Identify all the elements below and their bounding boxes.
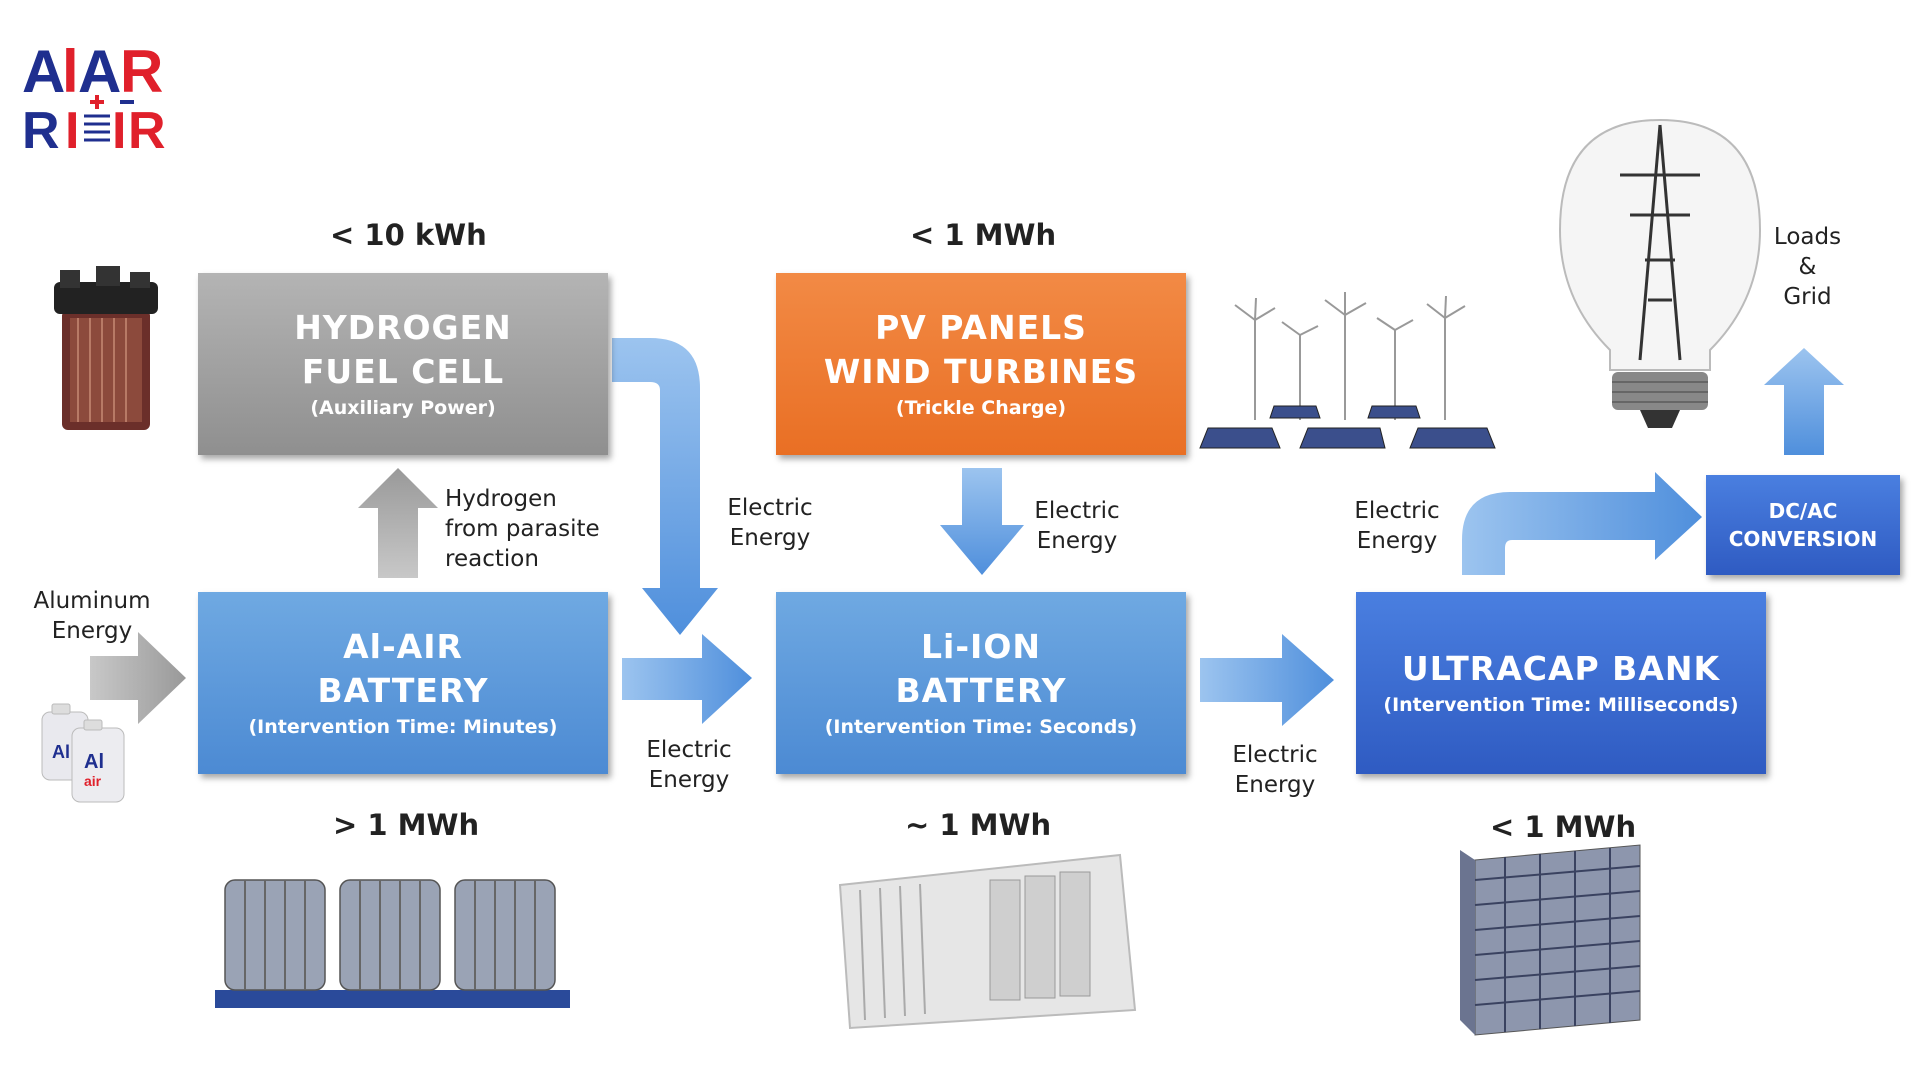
pv-title-2: WIND TURBINES: [823, 352, 1139, 391]
liion-electric-energy-label: Electric Energy: [1232, 742, 1318, 798]
alair-electric-energy-label: Electric Energy: [646, 737, 732, 793]
liion-to-ultracap-arrow: [1200, 634, 1334, 726]
alair-capacity: > 1 MWh: [333, 808, 480, 842]
ultracap-to-dcac-arrow: [1462, 472, 1702, 575]
wind-solar-image: [1234, 292, 1466, 420]
hydrogen-arrow: [358, 468, 438, 578]
lightbulb-pylon-image: [1558, 118, 1762, 428]
hydrogen-fuel-cell-box: HYDROGEN FUEL CELL (Auxiliary Power): [198, 273, 608, 455]
alair-logo: A l A R R I I R: [20, 30, 180, 160]
ultracap-capacity: < 1 MWh: [1490, 810, 1637, 844]
pv-electric-energy-label: Electric Energy: [1034, 498, 1120, 554]
ultracap-bank-box: ULTRACAP BANK (Intervention Time: Millis…: [1356, 592, 1766, 774]
hydrogen-label: Hydrogen from parasite reaction: [445, 486, 600, 572]
svg-text:Al: Al: [84, 751, 104, 773]
loads-grid-label: Loads & Grid: [1773, 224, 1842, 310]
aluminum-arrow: [90, 632, 186, 724]
alair-modules-image: [215, 879, 570, 1008]
aluminum-energy-label: Aluminum Energy: [33, 588, 151, 644]
liion-subtitle: (Intervention Time: Seconds): [824, 716, 1138, 738]
alair-subtitle: (Intervention Time: Minutes): [248, 716, 558, 738]
alair-title-1: Al-AIR: [343, 627, 463, 666]
svg-text:R: R: [22, 102, 60, 160]
pv-wind-box: PV PANELS WIND TURBINES (Trickle Charge): [776, 273, 1186, 455]
liion-capacity: ~ 1 MWh: [905, 808, 1052, 842]
liion-battery-box: Li-ION BATTERY (Intervention Time: Secon…: [776, 592, 1186, 774]
solar-panels-image: [1199, 405, 1496, 449]
fuel-cell-subtitle: (Auxiliary Power): [310, 397, 496, 419]
ultracap-subtitle: (Intervention Time: Milliseconds): [1383, 694, 1739, 716]
svg-text:Al: Al: [52, 742, 70, 762]
fuel-cell-title-2: FUEL CELL: [301, 352, 505, 391]
ultracap-electric-energy-label: Electric Energy: [1354, 498, 1440, 554]
alair-battery-box: Al-AIR BATTERY (Intervention Time: Minut…: [198, 592, 608, 774]
pv-capacity: < 1 MWh: [910, 218, 1057, 252]
dcac-conversion-box: DC/AC CONVERSION: [1706, 475, 1900, 575]
liion-title-1: Li-ION: [921, 627, 1041, 666]
aluminum-canisters-image: Al Al air: [41, 703, 125, 803]
svg-text:l: l: [62, 38, 79, 105]
dcac-title-2: CONVERSION: [1728, 527, 1878, 551]
ultracap-rack-image: [1460, 844, 1641, 1036]
svg-text:I: I: [112, 102, 126, 160]
pv-subtitle: (Trickle Charge): [895, 397, 1067, 419]
svg-text:A: A: [78, 38, 121, 105]
alair-to-liion-arrow: [622, 634, 752, 724]
fuel-cell-to-liion-arrow: [612, 338, 718, 635]
liion-title-2: BATTERY: [895, 671, 1067, 710]
pv-title-1: PV PANELS: [875, 308, 1087, 347]
svg-text:R: R: [128, 102, 166, 160]
dcac-title-1: DC/AC: [1768, 499, 1838, 523]
svg-text:R: R: [120, 38, 163, 105]
dcac-to-loads-arrow: [1764, 348, 1844, 455]
liion-container-image: [838, 853, 1137, 1030]
fuel-cell-electric-energy-label: Electric Energy: [727, 495, 813, 551]
fuel-cell-capacity: < 10 kWh: [330, 218, 487, 252]
svg-text:I: I: [65, 102, 79, 160]
fuel-cell-stack-image: [54, 266, 158, 430]
svg-text:A: A: [22, 38, 65, 105]
ultracap-title: ULTRACAP BANK: [1401, 649, 1721, 688]
svg-text:air: air: [84, 773, 102, 789]
pv-to-liion-arrow: [940, 468, 1024, 575]
fuel-cell-title-1: HYDROGEN: [294, 308, 512, 347]
alair-title-2: BATTERY: [317, 671, 489, 710]
